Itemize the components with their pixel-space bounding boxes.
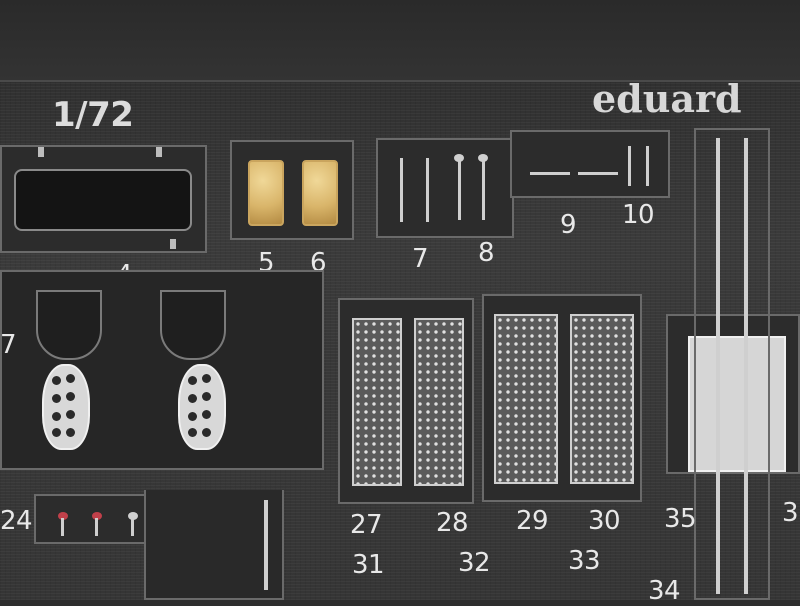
- pin-head: [454, 154, 464, 162]
- part-5-gold: [248, 160, 284, 226]
- fret-top-band: [0, 0, 800, 82]
- pin-part: [482, 160, 485, 220]
- parts-7-8-frame: [376, 138, 514, 238]
- gate: [170, 239, 176, 249]
- parts-9-10-frame: [510, 130, 670, 198]
- seat-parts-frame: [0, 270, 324, 470]
- parts-29-30-frame: [482, 294, 642, 502]
- part-label-10: 10: [622, 200, 655, 230]
- brand-label: eduard: [592, 76, 742, 121]
- bracket-rail: [264, 500, 268, 590]
- pin-part: [646, 146, 649, 186]
- part-4-frame: [0, 145, 207, 253]
- part-label-7-left: 7: [0, 330, 17, 360]
- part-label-32: 32: [458, 548, 491, 578]
- perforated-panel-27: [352, 318, 402, 486]
- part-label-9: 9: [560, 210, 577, 240]
- rail-strip: [744, 138, 748, 594]
- part-label-24: 24: [0, 506, 33, 536]
- gate: [38, 147, 44, 157]
- gate: [156, 147, 162, 157]
- perforated-panel-28: [414, 318, 464, 486]
- part-label-31: 31: [352, 550, 385, 580]
- part-label-5: 5: [258, 248, 275, 278]
- red-head-pin: [58, 512, 68, 520]
- part-label-35: 35: [664, 504, 697, 534]
- perforated-plate: [42, 364, 90, 450]
- pin-part: [458, 160, 461, 220]
- bracket-frame: [144, 490, 284, 600]
- part-label-33: 33: [568, 546, 601, 576]
- pin-part: [95, 518, 98, 536]
- part-label-29: 29: [516, 506, 549, 536]
- perforated-panel-29: [494, 314, 558, 484]
- pin-head: [478, 154, 488, 162]
- part-label-8: 8: [478, 238, 495, 268]
- fork-part: [400, 158, 403, 222]
- pin-part: [131, 518, 134, 536]
- lever-part: [530, 172, 570, 175]
- harness-part: [160, 290, 226, 360]
- pin-part: [628, 146, 631, 186]
- perforated-plate: [178, 364, 226, 450]
- part-label-34: 34: [648, 576, 681, 606]
- part-label-7: 7: [412, 244, 429, 274]
- scale-label: 1/72: [52, 95, 134, 135]
- harness-part: [36, 290, 102, 360]
- parts-5-6-frame: [230, 140, 354, 240]
- lever-part: [578, 172, 618, 175]
- part-6-gold: [302, 160, 338, 226]
- fork-part: [426, 158, 429, 222]
- part-label-3: 3: [782, 498, 799, 528]
- part-label-27: 27: [350, 510, 383, 540]
- part-label-28: 28: [436, 508, 469, 538]
- part-label-30: 30: [588, 506, 621, 536]
- parts-27-28-frame: [338, 298, 474, 504]
- pin-head: [128, 512, 138, 520]
- red-head-pin: [92, 512, 102, 520]
- part-label-6: 6: [310, 248, 327, 278]
- rail-strip: [716, 138, 720, 594]
- perforated-panel-30: [570, 314, 634, 484]
- part-4-piece: [14, 169, 192, 231]
- rail-frame: [694, 128, 770, 600]
- pin-part: [61, 518, 64, 536]
